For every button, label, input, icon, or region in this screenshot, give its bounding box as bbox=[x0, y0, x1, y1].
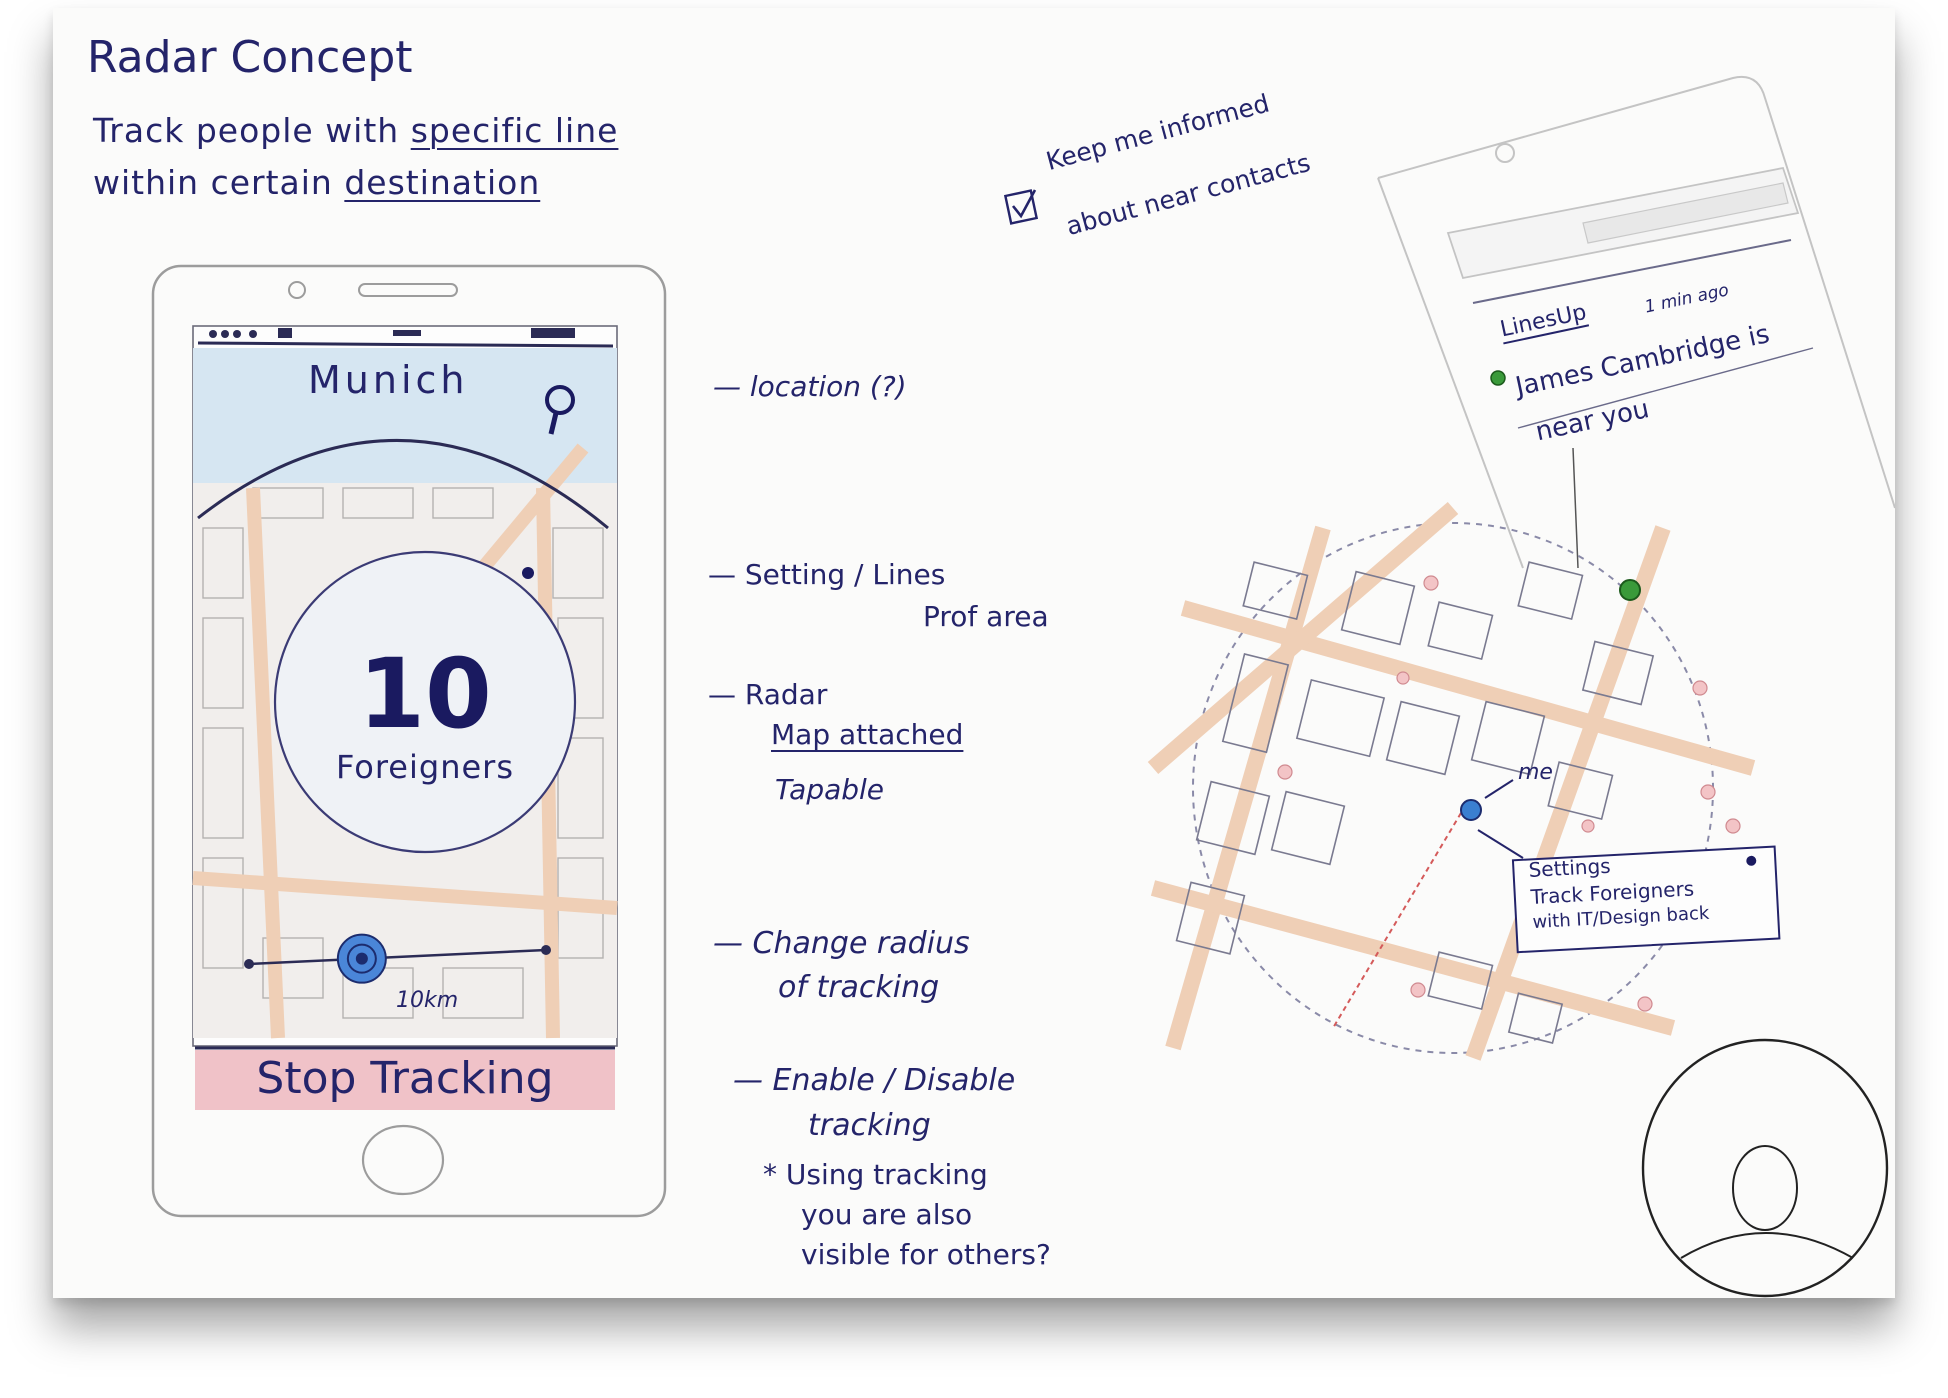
speaker-slot bbox=[358, 283, 458, 297]
slider-track bbox=[248, 948, 547, 966]
radar-map-blocks bbox=[1175, 561, 1655, 1044]
annotation-enable-line2: tracking bbox=[808, 1108, 931, 1143]
search-icon[interactable] bbox=[545, 385, 575, 435]
annotation-enable-line1: — Enable / Disable bbox=[733, 1063, 1016, 1098]
status-icons bbox=[209, 328, 575, 338]
settings-gear-icon[interactable] bbox=[522, 567, 534, 579]
sketch-subtitle-line2: within certain destination bbox=[93, 163, 540, 202]
status-bar-line bbox=[197, 341, 614, 348]
keep-informed-checkbox[interactable] bbox=[1003, 189, 1039, 225]
front-camera-icon bbox=[288, 281, 306, 299]
settings-card-title: Settings bbox=[1528, 853, 1612, 882]
subtitle-line2-underlined: destination bbox=[344, 163, 541, 202]
home-button-icon bbox=[361, 1124, 445, 1196]
radar-circle[interactable] bbox=[273, 550, 577, 854]
annotation-setting-line2: Prof area bbox=[923, 600, 1049, 633]
subtitle-line1-underlined: specific line bbox=[410, 111, 619, 150]
me-label: me bbox=[1518, 760, 1553, 785]
my-route-line bbox=[1332, 812, 1462, 1029]
foreigner-count: 10 bbox=[358, 638, 492, 750]
slider-knob[interactable] bbox=[336, 933, 387, 984]
map-blocks bbox=[202, 487, 604, 1019]
subtitle-line2-text: within certain bbox=[93, 163, 345, 202]
city-title: Munich bbox=[308, 358, 469, 402]
annotation-setting-line1: — Setting / Lines bbox=[708, 558, 946, 591]
annotation-note-line1: * Using tracking bbox=[763, 1158, 988, 1191]
sketch-title: Radar Concept bbox=[87, 32, 413, 83]
callout-line bbox=[1572, 447, 1579, 569]
slider-max-end bbox=[541, 945, 551, 955]
settings-card[interactable] bbox=[1511, 845, 1781, 954]
notification-phone-sketch bbox=[1377, 76, 1895, 569]
radar-map-roads bbox=[1147, 501, 1756, 1061]
annotation-radius-line1: — Change radius bbox=[713, 926, 970, 961]
foreigner-count-label: Foreigners bbox=[336, 748, 514, 786]
avatar bbox=[1641, 1038, 1889, 1298]
near-contact-marker[interactable] bbox=[1619, 579, 1641, 601]
radius-value-label: 10km bbox=[396, 988, 459, 1013]
subtitle-line1-text: Track people with bbox=[93, 111, 411, 150]
annotation-radius-line2: of tracking bbox=[778, 970, 940, 1005]
annotation-radar-line3: Tapable bbox=[775, 773, 885, 806]
slider-min-end bbox=[244, 959, 254, 969]
radar-map-sketch bbox=[1147, 501, 1781, 1061]
annotation-note-line3: visible for others? bbox=[801, 1238, 1051, 1271]
annotation-note-line2: you are also bbox=[801, 1198, 973, 1231]
stop-tracking-label[interactable]: Stop Tracking bbox=[256, 1053, 554, 1104]
sketch-sheet: Radar Concept Track people with specific… bbox=[53, 8, 1895, 1298]
my-location-marker[interactable] bbox=[1460, 799, 1482, 821]
sketch-drawing bbox=[151, 76, 1895, 1298]
map-roads bbox=[192, 443, 618, 1039]
annotation-radar-line1: — Radar bbox=[708, 678, 828, 711]
sketch-subtitle-line1: Track people with specific line bbox=[93, 111, 618, 150]
nearby-contacts bbox=[1277, 575, 1741, 1012]
radius-slider[interactable] bbox=[244, 933, 551, 984]
annotation-location: — location (?) bbox=[713, 370, 907, 403]
annotation-radar-line2: Map attached bbox=[771, 718, 964, 751]
radar-horizon-arc bbox=[197, 438, 609, 530]
online-status-icon bbox=[1490, 370, 1506, 386]
phone-outline bbox=[151, 264, 667, 1218]
location-header bbox=[193, 348, 617, 483]
settings-card-gear-icon[interactable] bbox=[1746, 855, 1757, 867]
phone-sketch bbox=[151, 264, 667, 1218]
stop-tracking-button[interactable] bbox=[195, 1050, 615, 1110]
